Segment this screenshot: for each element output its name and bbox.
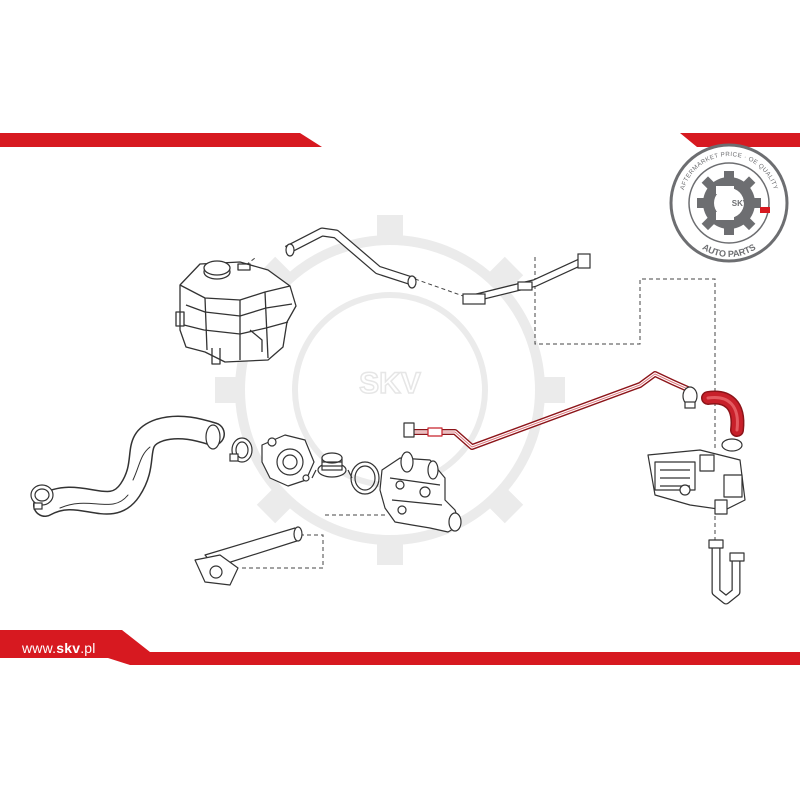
watermark-text: SKV [359, 367, 421, 400]
lower-radiator-hose [33, 415, 225, 517]
hose-clamp [30, 437, 253, 510]
website-prefix: www. [22, 640, 57, 656]
logo-text: SKV [732, 199, 749, 208]
website-suffix: .pl [80, 640, 96, 656]
website-url[interactable]: www.skv.pl [22, 640, 96, 656]
skv-logo: AFTERMARKET PRICE · OE QUALITY AUTO PART… [669, 143, 789, 263]
thermostat-housing [379, 451, 462, 533]
small-hose [708, 539, 745, 605]
coolant-hose [403, 371, 745, 450]
top-left-red-banner [0, 133, 322, 147]
heater-valve [647, 449, 746, 515]
bottom-red-banner [0, 630, 800, 665]
watermark-gear [215, 215, 565, 565]
top-right-red-banner [680, 133, 800, 147]
water-pipe [194, 526, 303, 586]
website-brand: skv [56, 640, 81, 656]
hose-clip [682, 386, 743, 452]
pipe-bracket [462, 253, 591, 305]
thermostat-cover [261, 434, 315, 487]
overflow-pipe [284, 227, 417, 289]
expansion-tank [175, 260, 297, 365]
seal-ring [350, 461, 380, 495]
